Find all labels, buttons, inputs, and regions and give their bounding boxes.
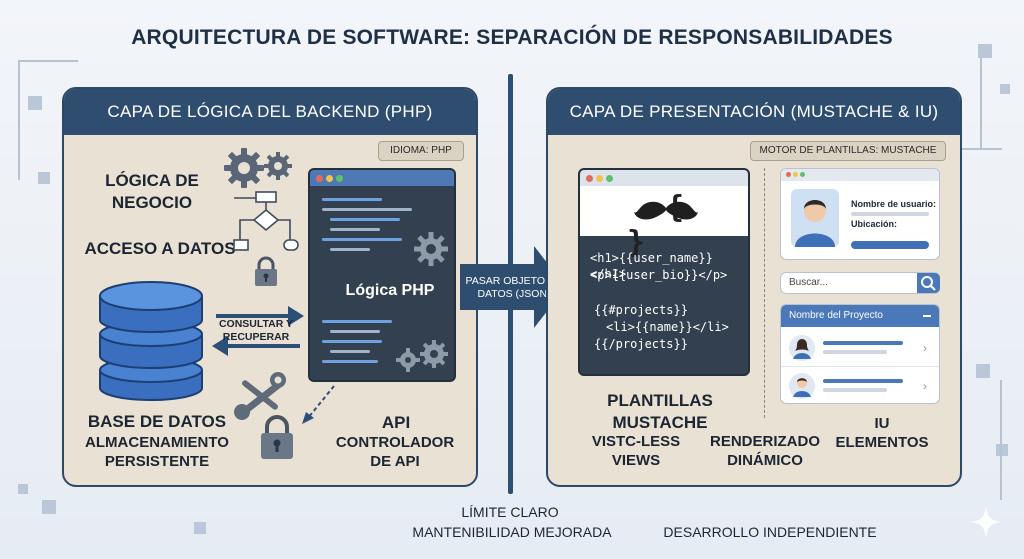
profile-action-bar[interactable] xyxy=(851,241,929,249)
language-chip: IDIOMA: PHP xyxy=(378,141,464,161)
gear-icon xyxy=(414,232,448,266)
lock-icon-2 xyxy=(261,415,293,459)
page-title: ARQUITECTURA DE SOFTWARE: SEPARACIÓN DE … xyxy=(131,26,893,49)
code-line-2: <p>{{user_bio}}</p> xyxy=(590,268,728,282)
logicless-label: VISTC-LESS VIEWS xyxy=(591,433,681,469)
tools-icon xyxy=(234,372,286,420)
lock-icon xyxy=(255,256,277,286)
api-controller-label: CONTROLADOR DE API xyxy=(335,434,455,470)
sparkle-icon xyxy=(970,506,1002,538)
boundary-label: LÍMITE CLARO xyxy=(461,504,559,520)
mustache-icon xyxy=(634,201,698,220)
search-input[interactable]: Buscar... xyxy=(789,277,828,288)
avatar xyxy=(789,373,815,399)
data-access-label: ACCESO A DATOS xyxy=(84,239,236,258)
collapse-icon[interactable] xyxy=(923,315,931,317)
chevron-right-icon: › xyxy=(923,379,927,393)
project-list-card: Nombre del Proyecto › › xyxy=(780,304,940,404)
search-bar[interactable]: Buscar... xyxy=(780,272,940,294)
business-logic-label: LÓGICA DE NEGOCIO xyxy=(105,171,199,212)
list-item[interactable]: › xyxy=(781,368,939,403)
rendering-label: RENDERIZADO DINÁMICO xyxy=(709,433,820,469)
query-arrow xyxy=(212,306,304,356)
search-icon xyxy=(921,276,936,291)
dashed-arrow xyxy=(302,385,335,424)
code-line-4: <li>{{name}}</li> xyxy=(606,320,729,334)
profile-card: Nombre de usuario: Ubicación: xyxy=(780,168,940,260)
engine-chip: MOTOR DE PLANTILLAS: MUSTACHE xyxy=(750,141,946,161)
flowchart-icon xyxy=(233,191,299,251)
username-label: Nombre de usuario: xyxy=(851,199,937,209)
window-titlebar xyxy=(310,170,454,186)
backend-header: CAPA DE LÓGICA DEL BACKEND (PHP) xyxy=(64,89,476,135)
code-line-1: <h1>{{user_name}}</h1> xyxy=(590,251,713,281)
maintainability-label: MANTENIBILIDAD MEJORADA xyxy=(412,524,612,540)
avatar xyxy=(791,189,839,247)
window-titlebar xyxy=(580,170,748,186)
small-gears-icon xyxy=(396,340,448,372)
code-line-5: {{/projects}} xyxy=(594,337,688,351)
card-titlebar xyxy=(781,169,939,181)
pass-data-arrow xyxy=(460,246,566,328)
storage-label: ALMACENAMIENTO PERSISTENTE xyxy=(85,434,229,470)
project-list-title: Nombre del Proyecto xyxy=(789,310,883,321)
query-label: CONSULTAR Y RECUPERAR xyxy=(218,318,294,343)
frontend-header: CAPA DE PRESENTACIÓN (MUSTACHE & IU) xyxy=(548,89,960,135)
php-code-window xyxy=(308,168,456,382)
independent-label: DESARROLLO INDEPENDIENTE xyxy=(663,524,877,540)
frontend-separator xyxy=(764,168,765,418)
database-label: BASE DE DATOS xyxy=(87,412,227,431)
gears-icon xyxy=(224,148,292,188)
project-list-header: Nombre del Proyecto xyxy=(781,305,939,327)
templates-label: PLANTILLAS MUSTACHE xyxy=(607,391,713,432)
search-button[interactable] xyxy=(917,273,940,293)
chevron-right-icon: › xyxy=(923,341,927,355)
list-item[interactable]: › xyxy=(781,329,939,367)
pass-data-label: PASAR OBJETO DE DATOS (JSON) xyxy=(465,275,563,300)
php-logic-label: Lógica PHP xyxy=(345,282,435,299)
ui-elements-label: IU ELEMENTOS xyxy=(835,415,929,451)
avatar xyxy=(789,335,815,361)
code-line-3: {{#projects}} xyxy=(594,303,688,317)
database-icon xyxy=(99,281,203,401)
location-label: Ubicación: xyxy=(851,219,898,229)
mustache-code-window: { } <h1>{{user_name}}</h1> <p>{{user_bio… xyxy=(578,168,750,376)
api-label: API xyxy=(381,413,411,432)
